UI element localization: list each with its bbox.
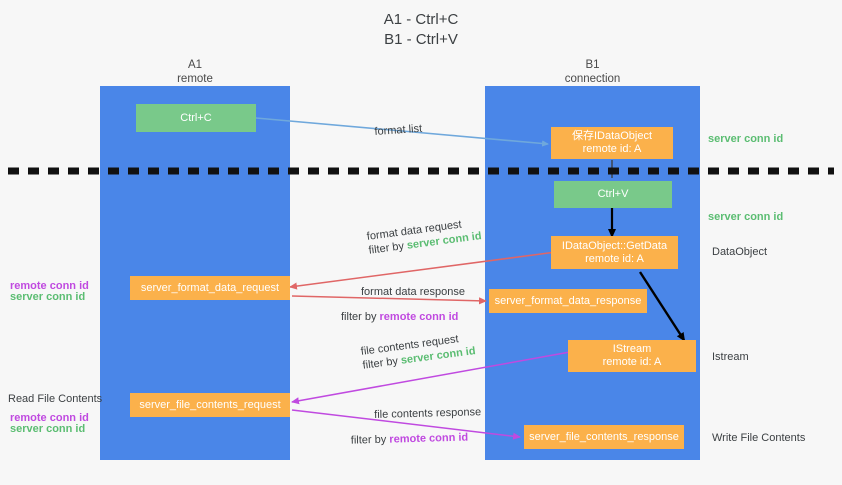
edge-label-format-data-request: format data request filter by server con… [366,215,482,258]
filter-by-text: filter by [350,433,390,447]
box-server-file-contents-response-label: server_file_contents_response [529,430,679,443]
box-server-file-contents-request[interactable]: server_file_contents_request [130,393,290,417]
box-server-format-data-response[interactable]: server_format_data_response [489,289,647,313]
edge-label-format-data-response-line1: format data response [361,286,465,298]
box-server-file-contents-response[interactable]: server_file_contents_response [524,425,684,449]
box-server-format-data-request-label: server_format_data_request [140,281,280,294]
left-label-server-conn-id-1: server conn id [10,291,86,303]
filter-by-text: filter by [361,354,402,372]
lane-header-b1: B1 connection [564,59,621,85]
box-ctrl-c-label: Ctrl+C [180,111,212,124]
remote-conn-id-key: remote conn id [379,311,459,323]
left-label-remote-conn-id-1: remote conn id [10,280,89,292]
box-server-format-data-request[interactable]: server_format_data_request [130,276,290,300]
right-label-dataobject: DataObject [712,246,768,258]
box-save-dataobject-line1: 保存IDataObject [571,130,653,142]
box-istream-line1: IStream [612,343,652,355]
box-getdata[interactable]: IDataObject::GetData remote id: A [551,236,678,269]
left-label-read-file-contents: Read File Contents [8,393,103,405]
box-ctrl-v[interactable]: Ctrl+V [554,181,672,208]
edge-label-file-contents-response: file contents response filter by remote … [351,405,482,447]
edge-label-format-list: format list [374,122,423,138]
box-save-dataobject[interactable]: 保存IDataObject remote id: A [551,127,673,159]
page-title: A1 - Ctrl+C B1 - Ctrl+V [383,11,459,48]
right-label-server-conn-id-top: server conn id [708,133,784,145]
edge-label-file-contents-response-line1: file contents response [374,406,482,421]
box-getdata-line2: remote id: A [585,252,644,265]
box-ctrl-v-label: Ctrl+V [597,188,629,200]
edge-label-format-data-response: format data response filter by remote co… [341,285,465,324]
box-server-file-contents-request-label: server_file_contents_request [139,398,281,411]
remote-conn-id-key: remote conn id [389,431,469,446]
box-istream[interactable]: IStream remote id: A [568,340,696,372]
right-label-server-conn-id-second: server conn id [708,211,784,223]
edge-label-file-contents-response-line2: filter by remote conn id [351,430,482,447]
box-save-dataobject-line2: remote id: A [582,143,642,155]
edge-label-format-data-response-line2: filter by remote conn id [341,310,465,324]
lane-header-a1: A1 remote [177,59,213,85]
filter-by-text: filter by [367,239,408,257]
left-label-remote-conn-id-2: remote conn id [10,412,89,424]
box-ctrl-c[interactable]: Ctrl+C [136,104,256,132]
box-server-format-data-response-label: server_format_data_response [494,294,642,307]
box-getdata-line1: IDataObject::GetData [561,239,668,252]
right-label-istream: Istream [712,351,749,363]
left-label-server-conn-id-2: server conn id [10,423,86,435]
edge-label-file-contents-request: file contents request filter by server c… [360,330,476,373]
box-istream-line2: remote id: A [602,356,662,368]
right-label-write-file-contents: Write File Contents [712,432,806,444]
filter-by-text: filter by [341,311,380,323]
